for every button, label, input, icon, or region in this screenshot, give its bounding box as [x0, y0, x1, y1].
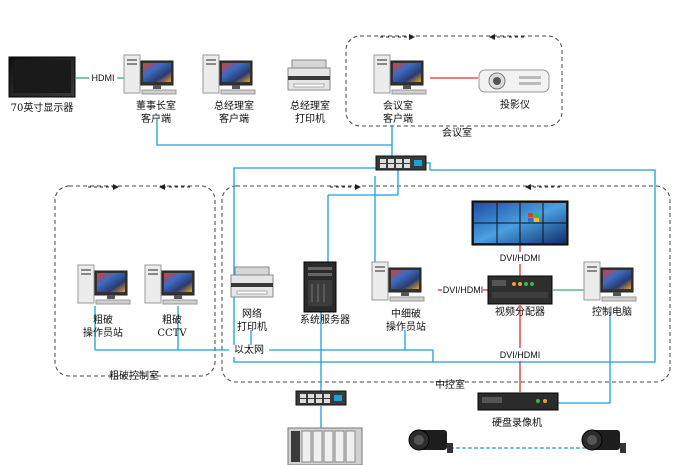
label-gm-printer: 总经理室 打印机 [290, 101, 330, 125]
link-label-dvi-hdmi-1: DVI/HDMI [499, 253, 541, 263]
projector-icon [478, 69, 550, 93]
field-switch-icon [295, 390, 347, 406]
tv-70-icon [8, 56, 76, 98]
plc-rack-icon [287, 427, 363, 465]
chairman-pc-icon [123, 54, 177, 95]
network-printer-icon [230, 266, 274, 298]
gm-pc-icon [202, 54, 256, 95]
zone-label-central-room: 中控室 [435, 380, 465, 391]
label-fine-station: 中细破 操作员站 [386, 309, 426, 333]
label-coarse-cctv: 粗破 CCTV [157, 315, 187, 339]
zone-label-coarse-room: 粗破控制室 [109, 371, 159, 382]
link-label-dvi-hdmi-3: DVI/HDMI [499, 350, 541, 360]
zone-coarse-room [54, 185, 216, 377]
core-switch-icon [375, 155, 427, 171]
label-video-splitter: 视频分配器 [495, 307, 545, 318]
video-splitter-icon [487, 275, 553, 305]
dvr-icon [477, 392, 559, 411]
label-coarse-station: 粗破 操作员站 [83, 315, 123, 339]
coarse-station-pc-icon [77, 264, 131, 305]
fine-station-pc-icon [371, 261, 425, 302]
meeting-pc-icon [373, 54, 427, 95]
hdmi-links [76, 77, 584, 291]
label-meeting-pc: 会议室 客户端 [383, 101, 413, 125]
gm-printer-icon [287, 59, 331, 91]
control-pc-icon [583, 261, 637, 302]
label-dvr: 硬盘录像机 [492, 418, 542, 429]
dvi-links [430, 77, 521, 392]
link-label-hdmi: HDMI [91, 73, 115, 83]
system-server-icon [303, 261, 337, 313]
zone-central-room [221, 185, 671, 383]
zone-arrows [88, 34, 560, 190]
label-tv-70: 70英寸显示器 [10, 103, 74, 114]
zone-label-meeting-room: 会议室 [442, 128, 472, 139]
coarse-cctv-pc-icon [144, 264, 198, 305]
link-label-dvi-hdmi-2: DVI/HDMI [442, 285, 484, 295]
label-chairman-pc: 董事长室 客户端 [136, 101, 176, 125]
label-system-server: 系统服务器 [300, 315, 350, 326]
camera-right-icon [581, 429, 626, 453]
video-wall-icon [471, 200, 569, 246]
label-projector: 投影仪 [500, 100, 530, 111]
camera-left-icon [408, 429, 453, 453]
link-label-ethernet: 以太网 [229, 345, 269, 357]
label-gm-pc: 总经理室 客户端 [214, 101, 254, 125]
label-control-pc: 控制电脑 [592, 307, 632, 318]
zone-meeting-room [345, 35, 563, 127]
label-net-printer: 网络 打印机 [237, 309, 267, 333]
